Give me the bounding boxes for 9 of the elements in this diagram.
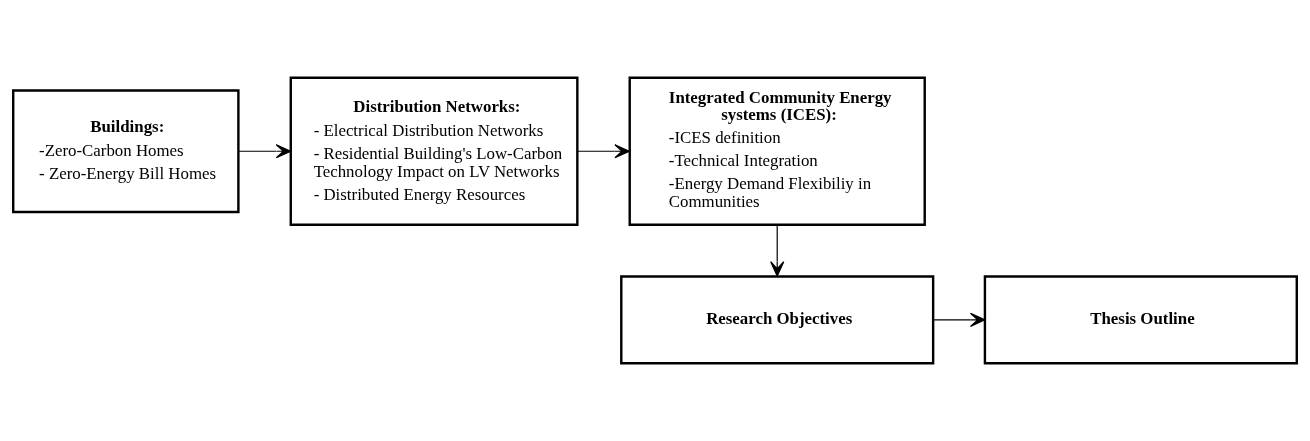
node-box: Research Objectives	[620, 275, 935, 365]
arrow	[770, 224, 785, 277]
arrow	[576, 144, 630, 159]
arrow	[932, 312, 986, 327]
node-box: Thesis Outline	[983, 275, 1298, 365]
node-box: Distribution Networks: - Electrical Distribution Networks - Residential Building's Low-Carbon Technology Impact on LV Networks - Distributed Energy Resources	[289, 76, 579, 226]
node-box: Integrated Community Energy systems (ICES): -ICES definition -Technical Integration -Energy Demand Flexibiliy in Communities	[628, 76, 926, 226]
node-box: Buildings: -Zero-Carbon Homes - Zero-Energy Bill Homes	[12, 89, 240, 214]
arrow	[237, 144, 292, 159]
